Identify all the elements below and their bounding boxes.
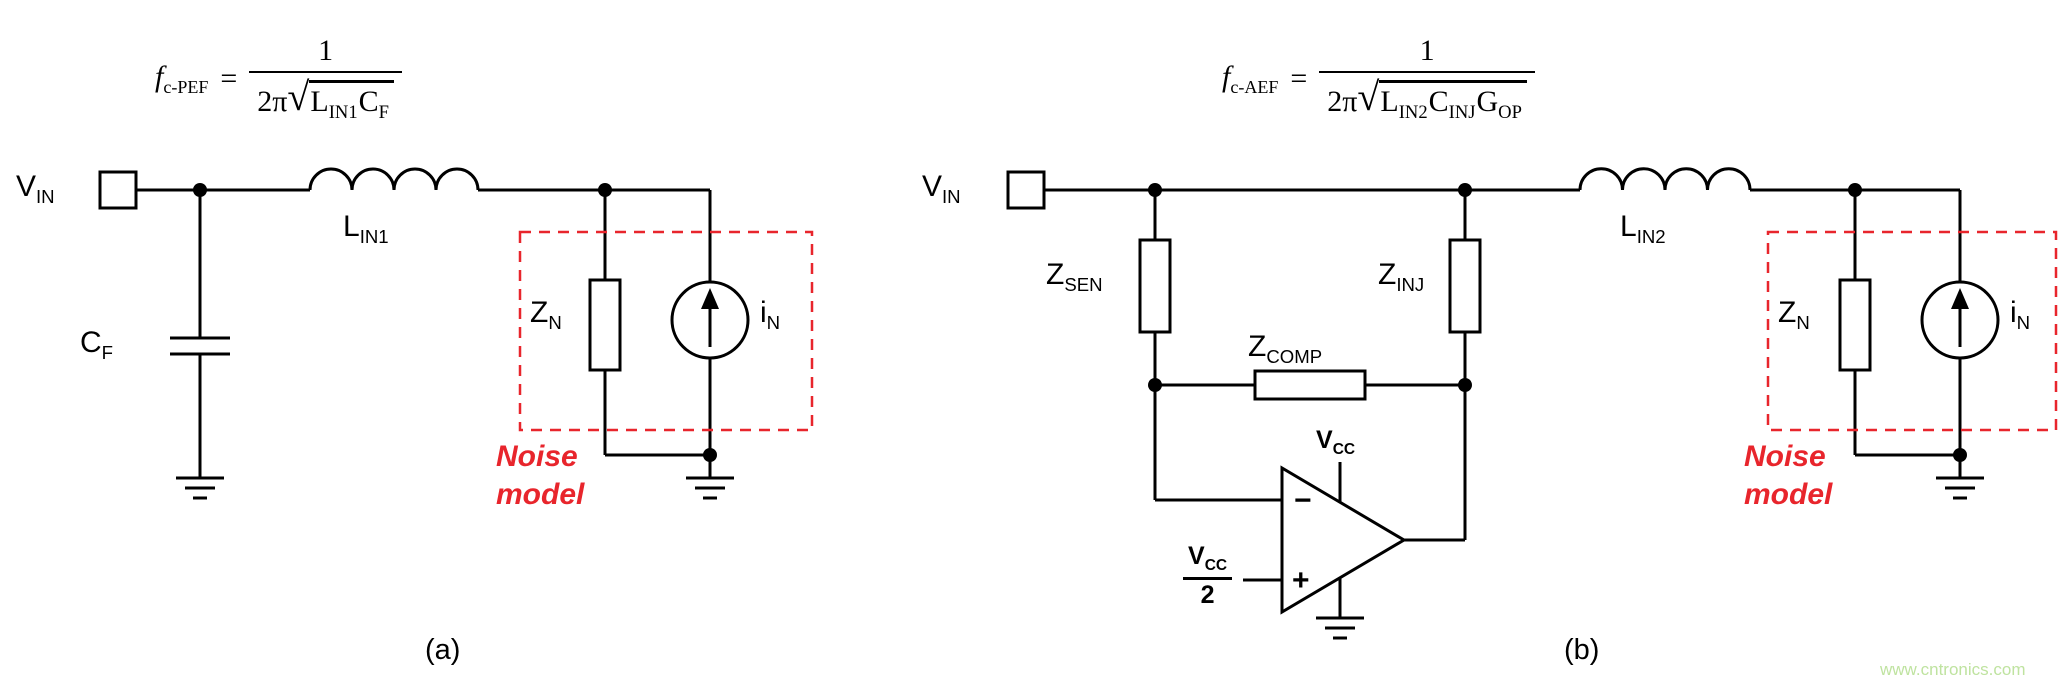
radicand: LIN2CINJGOP [1379, 80, 1527, 124]
node-dot [1458, 183, 1472, 197]
zcomp-label: ZCOMP [1248, 330, 1323, 367]
vcc-half-label: VCC 2 [1183, 542, 1233, 610]
node-dot [1148, 183, 1162, 197]
zn-label: ZN [1778, 296, 1810, 333]
input-terminal [98, 170, 138, 210]
inductor-lin1 [308, 167, 480, 191]
zsen-label: ZSEN [1046, 258, 1103, 295]
ground-symbol [1936, 476, 1984, 500]
radical-sign-icon: √ [1357, 74, 1380, 119]
denominator: 2π √ LIN1CF [249, 71, 402, 124]
impedance-zinj [1448, 238, 1482, 334]
impedance-zsen [1138, 238, 1172, 334]
impedance-zcomp [1253, 369, 1367, 401]
impedance-zn [588, 278, 622, 372]
in-label: iN [760, 296, 781, 333]
node-dot [1458, 378, 1472, 392]
numerator: 1 [1419, 34, 1435, 67]
vcc-label: VCC [1316, 426, 1356, 458]
formula-fc-aef: fc-AEF = 1 2π √ LIN2CINJGOP [1222, 34, 1535, 124]
ground-symbol [1316, 616, 1364, 640]
node-dot [1848, 183, 1862, 197]
ground-symbol [176, 476, 224, 500]
equals-sign: = [1290, 62, 1308, 95]
noise-model-label: Noise model [496, 440, 585, 511]
node-dot [598, 183, 612, 197]
formula-symbol: fc-PEF [155, 60, 209, 97]
impedance-zn [1838, 278, 1872, 372]
noise-model-box [1766, 230, 2058, 432]
lin1-label: LIN1 [343, 210, 389, 247]
caption-b: (b) [1564, 634, 1600, 666]
radical: √ LIN2CINJGOP [1357, 77, 1527, 124]
numerator: 1 [318, 34, 334, 67]
radical-sign-icon: √ [287, 74, 310, 119]
opamp-plus-input: + [1292, 564, 1310, 597]
in-label: iN [2010, 296, 2031, 333]
zinj-label: ZINJ [1378, 258, 1425, 295]
radical: √ LIN1CF [287, 77, 394, 124]
node-dot [1953, 448, 1967, 462]
vin-label: VIN [922, 170, 961, 207]
node-dot [1148, 378, 1162, 392]
noise-model-label: Noise model [1744, 440, 1833, 511]
node-dot [703, 448, 717, 462]
formula-symbol: fc-AEF [1222, 60, 1279, 97]
cf-label: CF [80, 326, 114, 363]
input-terminal [1006, 170, 1046, 210]
caption-a: (a) [425, 634, 461, 666]
zn-label: ZN [530, 296, 562, 333]
fraction: 1 2π √ LIN2CINJGOP [1319, 34, 1535, 124]
fraction: 1 2π √ LIN1CF [249, 34, 402, 124]
noise-model-box [518, 230, 814, 432]
current-arrow-head [1951, 288, 1969, 309]
opamp-triangle [1280, 465, 1407, 615]
equals-sign: = [220, 62, 238, 95]
circuit-b [1006, 167, 2058, 640]
node-dot [193, 183, 207, 197]
vin-label: VIN [16, 170, 55, 207]
radicand: LIN1CF [309, 80, 394, 124]
formula-fc-pef: fc-PEF = 1 2π √ LIN1CF [155, 34, 402, 124]
current-arrow-head [701, 288, 719, 309]
denominator: 2π √ LIN2CINJGOP [1319, 71, 1535, 124]
opamp-minus-input: − [1294, 484, 1312, 517]
inductor-lin2 [1578, 167, 1752, 191]
ground-symbol [686, 476, 734, 500]
lin2-label: LIN2 [1620, 210, 1666, 247]
watermark: www.cntronics.com [1880, 660, 2026, 679]
circuit-a [98, 167, 814, 500]
